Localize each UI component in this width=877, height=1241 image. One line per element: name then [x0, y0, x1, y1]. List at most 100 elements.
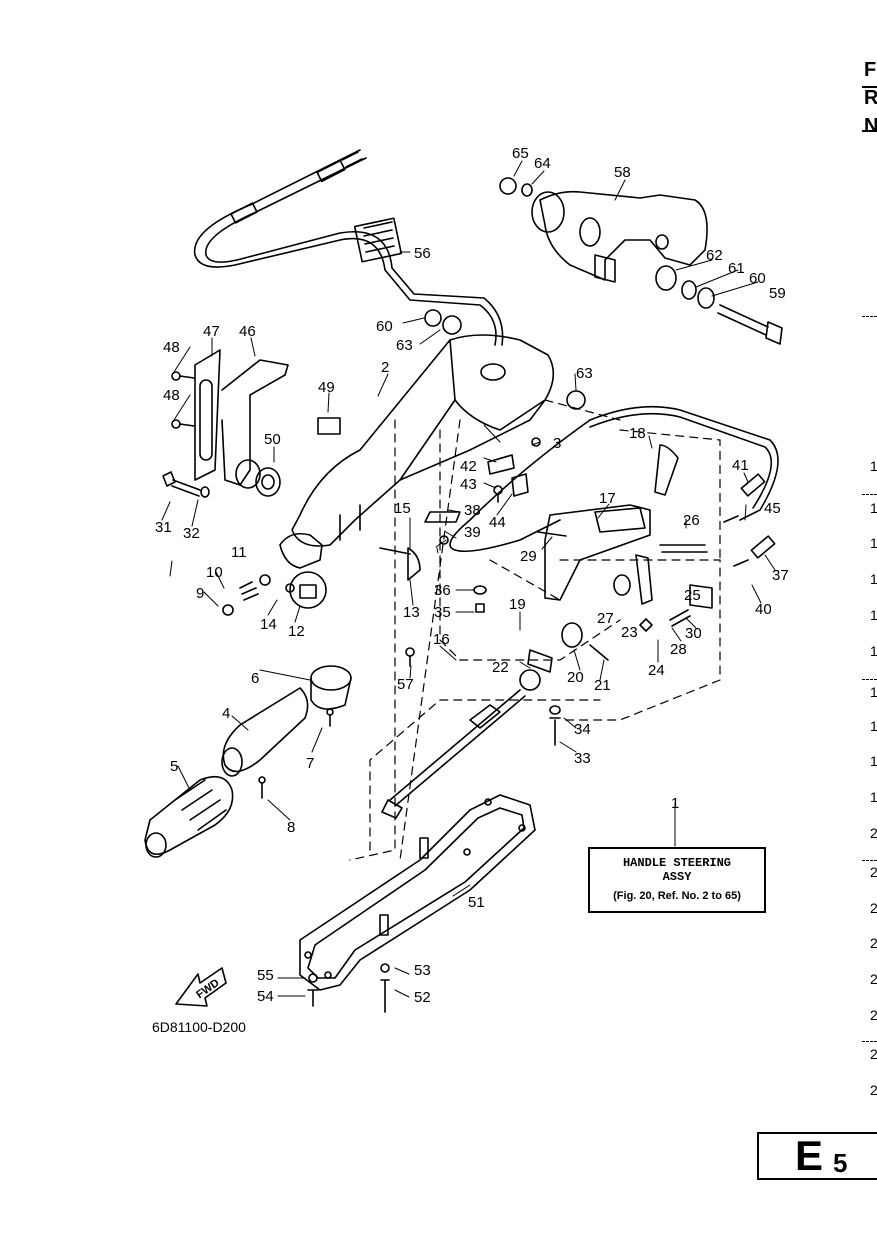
- part-label: 60: [749, 270, 766, 287]
- washer-icon: [424, 177, 715, 410]
- side-ref-number: 1: [870, 684, 877, 700]
- part-label: 22: [492, 659, 509, 676]
- side-ref-number: 2: [870, 1082, 877, 1098]
- part-label: 49: [318, 379, 335, 396]
- info-subtitle: ASSY: [662, 870, 692, 884]
- side-ref-number: 2: [870, 935, 877, 951]
- part-label: 1: [671, 795, 679, 812]
- side-ref-number: 2: [870, 1007, 877, 1023]
- cable-icon: [449, 405, 779, 567]
- side-ref-number: 2: [870, 864, 877, 880]
- callout-leaders: [161, 160, 776, 998]
- part-label: 65: [512, 145, 529, 162]
- throttle-grip-icon: [144, 532, 421, 858]
- throttle-cable-icon: [193, 149, 504, 346]
- link-plate-icon: [537, 444, 713, 661]
- part-label: 48: [163, 339, 180, 356]
- part-label: 38: [464, 502, 481, 519]
- divider: [862, 860, 877, 861]
- part-label: 39: [464, 524, 481, 541]
- part-label: 2: [381, 359, 389, 376]
- part-label: 57: [397, 676, 414, 693]
- side-header-letter: F: [864, 59, 877, 81]
- bracket-icon: [194, 349, 289, 497]
- side-ref-number: 1: [870, 458, 877, 474]
- part-label: 5: [170, 758, 178, 775]
- label-sticker-icon: [317, 417, 341, 435]
- part-label: 11: [231, 544, 247, 561]
- part-label: 6: [251, 670, 259, 687]
- side-ref-number: 2: [870, 825, 877, 841]
- side-ref-number: 1: [870, 500, 877, 516]
- part-label: 46: [239, 323, 256, 340]
- part-label: 53: [414, 962, 431, 979]
- screw-icon: [307, 963, 390, 1013]
- part-label: 23: [621, 624, 638, 641]
- side-ref-number: 1: [870, 753, 877, 769]
- bolt-icon: [473, 585, 561, 746]
- part-label: 24: [648, 662, 665, 679]
- side-ref-number: 1: [870, 718, 877, 734]
- part-label: 8: [287, 819, 295, 836]
- screw-icon: [171, 371, 195, 429]
- part-label: 9: [196, 585, 204, 602]
- part-label: 32: [183, 525, 200, 542]
- part-label: 37: [772, 567, 789, 584]
- part-label: 60: [376, 318, 393, 335]
- part-label: 61: [728, 260, 745, 277]
- part-label: 33: [574, 750, 591, 767]
- info-title: HANDLE STEERING: [622, 856, 732, 870]
- side-ref-number: 1: [870, 643, 877, 659]
- bolt-icon: [717, 304, 783, 345]
- part-label: 7: [306, 755, 314, 772]
- part-label: 13: [403, 604, 420, 621]
- part-label: 36: [434, 582, 451, 599]
- side-ref-number: 1: [870, 571, 877, 587]
- part-labels: 1 2 3 4 5 6 7 8 9 10 11 12 13 14 15 16 1…: [155, 145, 789, 1006]
- part-label: 54: [257, 988, 274, 1005]
- page-code-number: 5: [833, 1148, 848, 1178]
- part-label: 51: [468, 894, 485, 911]
- part-label: 29: [520, 548, 537, 565]
- part-label: 50: [264, 431, 281, 448]
- side-ref-number: 1: [870, 535, 877, 551]
- bottom-cover-icon: [299, 794, 536, 991]
- part-label: 59: [769, 285, 786, 302]
- part-label: 12: [288, 623, 305, 640]
- part-label: 47: [203, 323, 220, 340]
- bolt-icon: [162, 471, 210, 498]
- part-label: 45: [764, 500, 781, 517]
- part-label: 31: [155, 519, 172, 536]
- leader-lines: [349, 399, 721, 861]
- part-label: 30: [685, 625, 702, 642]
- part-label: 41: [732, 457, 749, 474]
- divider: [862, 1041, 877, 1042]
- part-label: 55: [257, 967, 274, 984]
- side-ref-number: 2: [870, 900, 877, 916]
- part-label: 56: [414, 245, 431, 262]
- part-label: 64: [534, 155, 551, 172]
- part-label: 58: [614, 164, 631, 181]
- part-label: 26: [683, 512, 700, 529]
- fwd-label: FWD: [194, 977, 221, 1001]
- side-ref-number: 2: [870, 1046, 877, 1062]
- clip-icon: [424, 511, 461, 523]
- part-label: 19: [509, 596, 526, 613]
- side-ref-number: 1: [870, 607, 877, 623]
- assembly-info-box: HANDLE STEERING ASSY (Fig. 20, Ref. No. …: [588, 847, 766, 913]
- clip-icon: [487, 454, 515, 475]
- clip-icon: [511, 473, 529, 497]
- part-label: 42: [460, 458, 477, 475]
- part-label: 16: [433, 631, 450, 648]
- throttle-rod-icon: [381, 649, 553, 819]
- part-label: 21: [594, 677, 611, 694]
- bracket-icon: [531, 190, 708, 283]
- page-code-letter: E: [795, 1132, 824, 1179]
- part-label: 27: [597, 610, 614, 627]
- part-label: 62: [706, 247, 723, 264]
- page-code-box: E 5: [757, 1132, 877, 1180]
- part-label: 52: [414, 989, 431, 1006]
- part-label: 4: [222, 705, 230, 722]
- side-header-letter: R: [864, 87, 877, 109]
